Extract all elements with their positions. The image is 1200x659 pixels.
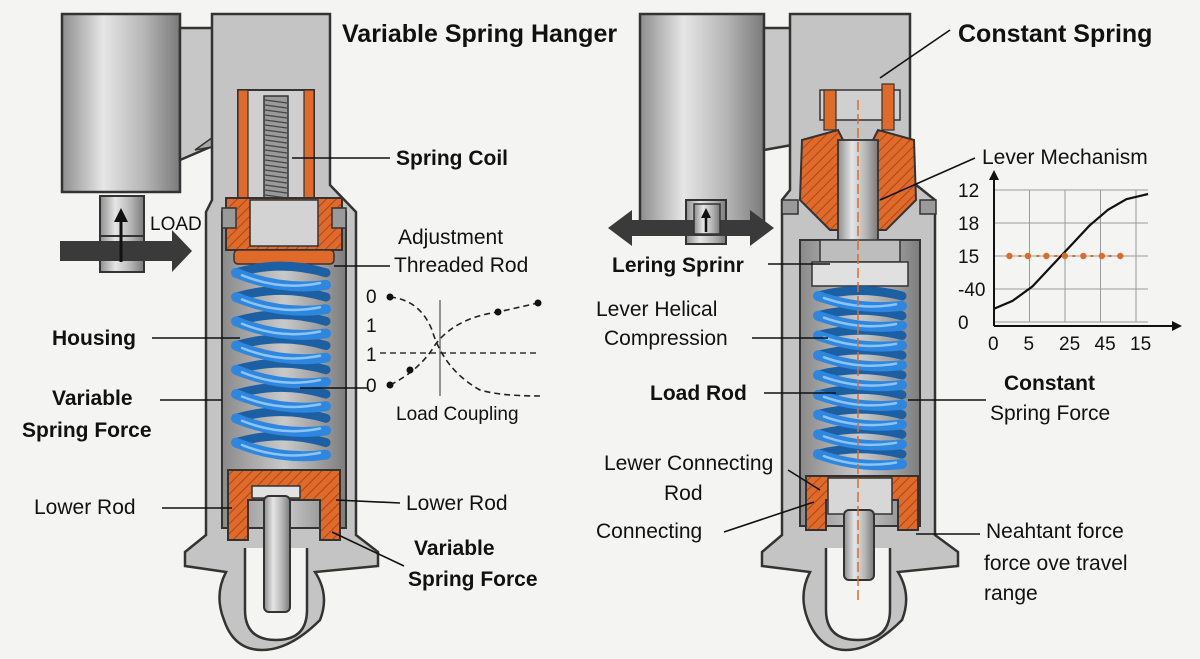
neahtant-label-line2: force ove travel [984, 552, 1128, 575]
variable-force2-label-line2: Spring Force [408, 568, 538, 591]
coupling-curve-up [389, 302, 539, 386]
chart-point [1098, 252, 1106, 260]
chart-x-tick-label: 0 [988, 334, 999, 355]
right-top-mount-block [638, 12, 766, 234]
chart-point [1061, 252, 1069, 260]
left-spring-coil [231, 261, 331, 462]
chart-point [1080, 252, 1087, 260]
lower-rod-right-label: Lower Rod [406, 492, 508, 515]
coupling-tick-3: 0 [366, 376, 377, 397]
chart-y-tick-label: 18 [958, 214, 979, 235]
chart-point [1006, 252, 1013, 260]
chart-point [1024, 252, 1032, 260]
left-top-mount-block [60, 12, 182, 194]
constant-force-label-line2: Spring Force [990, 402, 1110, 425]
chart-y-tick-label: 15 [958, 247, 979, 268]
neahtant-label-line1: Neahtant force [986, 520, 1124, 543]
lever-helical-label-line2: Compression [604, 327, 728, 350]
constant-force-label-line1: Constant [1004, 372, 1095, 395]
left-variable-hanger [60, 12, 380, 652]
left-labels: Variable Spring Hanger LOAD Spring Coil … [22, 20, 617, 591]
lering-sprinr-label: Lering Sprinr [612, 254, 744, 277]
connecting-label: Connecting [596, 520, 702, 543]
variable-force2-label-line1: Variable [414, 537, 495, 560]
load-rod-label: Load Rod [650, 382, 747, 405]
right-constant-hanger [608, 12, 960, 652]
left-load-arrow-icon [60, 230, 192, 272]
adjustment-label-line2: Threaded Rod [394, 254, 528, 277]
coupling-tick-0: 0 [366, 287, 377, 308]
lewer-connecting-label-line2: Rod [664, 482, 703, 505]
force-chart: 0 5 25 45 15 12 18 15 -40 0 [958, 170, 1182, 355]
housing-label: Housing [52, 327, 136, 350]
chart-point [1117, 252, 1124, 260]
spring-coil-label: Spring Coil [396, 147, 508, 170]
left-lower-rod [263, 495, 291, 613]
coupling-tick-1: 1 [366, 316, 377, 337]
lever-mechanism-label: Lever Mechanism [982, 146, 1148, 169]
chart-x-tick-label: 5 [1024, 334, 1035, 355]
chart-y-tick-label: 12 [958, 181, 979, 202]
load-coupling-inset: 0 1 1 0 Load Coupling [366, 287, 542, 425]
left-title: Variable Spring Hanger [342, 20, 617, 48]
variable-force-label-line2: Spring Force [22, 419, 152, 442]
right-lateral-arrow-icon [608, 210, 774, 246]
right-spring-coil [813, 286, 907, 471]
lower-rod-left-label: Lower Rod [34, 496, 136, 519]
variable-force-label-line1: Variable [52, 387, 133, 410]
right-title: Constant Spring [958, 20, 1152, 48]
neahtant-label-line3: range [984, 582, 1038, 605]
right-labels: Constant Spring Lever Mechanism Lering S… [596, 20, 1152, 605]
chart-x-tick-label: 25 [1059, 334, 1080, 355]
load-coupling-caption: Load Coupling [396, 404, 519, 425]
chart-y-axis-arrow-icon [989, 170, 999, 180]
right-lower-rod [843, 509, 875, 581]
coupling-curve-down [389, 296, 541, 397]
chart-point [1043, 252, 1050, 260]
chart-y-tick-label: 0 [958, 313, 969, 334]
chart-x-tick-label: 15 [1130, 334, 1151, 355]
lewer-connecting-label-line1: Lewer Connecting [604, 452, 773, 475]
chart-x-axis-arrow-icon [1172, 321, 1182, 331]
load-label: LOAD [150, 214, 202, 235]
lever-helical-label-line1: Lever Helical [596, 298, 717, 321]
coupling-tick-2: 1 [366, 345, 377, 366]
adjustment-label-line1: Adjustment [398, 226, 503, 249]
chart-series-line-0 [993, 192, 1149, 310]
chart-y-tick-label: -40 [958, 280, 985, 301]
chart-x-tick-label: 45 [1095, 334, 1116, 355]
